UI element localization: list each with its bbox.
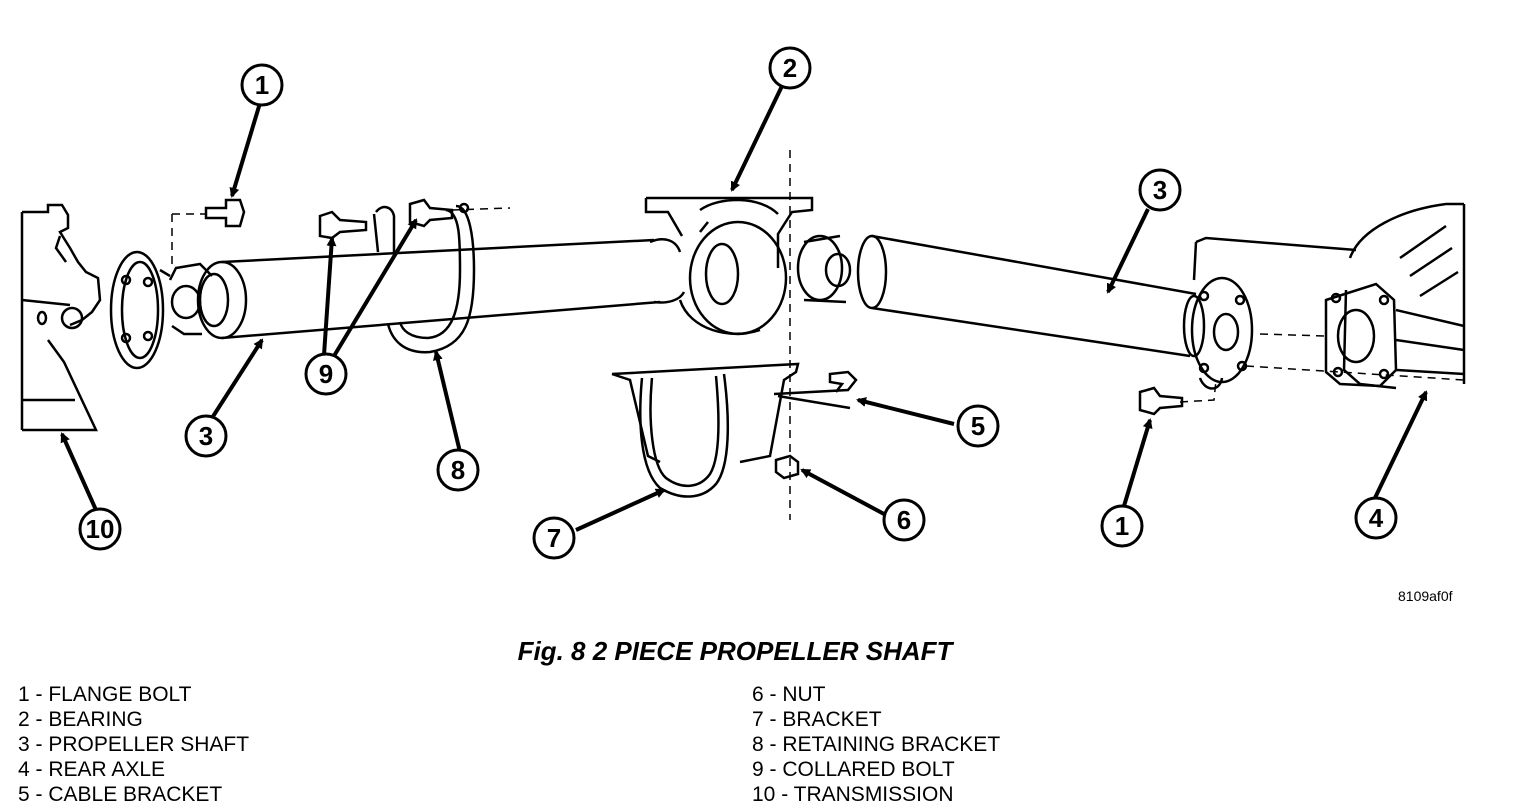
callout-label: 6 (897, 505, 911, 535)
legend-item: 1 - FLANGE BOLT (18, 683, 192, 706)
legend-item: 3 - PROPELLER SHAFT (18, 733, 250, 756)
callout-7: 7 (532, 516, 576, 560)
legend-right: 6 - NUT 7 - BRACKET 8 - RETAINING BRACKE… (752, 682, 1000, 807)
callout-5: 5 (956, 404, 1000, 448)
callout-label: 9 (319, 359, 333, 389)
callout-2: 2 (768, 46, 812, 90)
retaining-bracket (372, 202, 476, 354)
callout-label: 3 (199, 421, 213, 451)
flange-bolt-front (204, 198, 246, 228)
bolts (204, 198, 1184, 480)
lower-bracket (611, 362, 800, 498)
rear-axle-drawing (1192, 202, 1466, 390)
callout-label: 1 (255, 70, 269, 100)
centerlines (171, 150, 1465, 520)
callout-1-top: 1 (240, 63, 284, 107)
callout-label: 10 (86, 514, 115, 544)
callout-label: 7 (547, 523, 561, 553)
callout-8: 8 (436, 448, 480, 492)
legend-item: 6 - NUT (752, 683, 826, 706)
callout-label: 5 (971, 411, 985, 441)
callout-3-left: 3 (184, 414, 228, 458)
transmission-drawing (20, 203, 102, 432)
callout-label: 4 (1369, 503, 1384, 533)
callouts: 1 2 3 3 4 5 6 7 (78, 46, 1398, 560)
figure-code: 8109af0f (1398, 588, 1453, 604)
rear-shaft (796, 234, 1206, 358)
rear-flange (1190, 276, 1254, 390)
callout-label: 2 (783, 53, 797, 83)
center-bearing (644, 196, 814, 336)
callout-4: 4 (1354, 496, 1398, 540)
legend-left: 1 - FLANGE BOLT 2 - BEARING 3 - PROPELLE… (18, 682, 249, 807)
callout-label: 3 (1153, 175, 1167, 205)
flange-bolt-rear (1138, 386, 1184, 416)
callout-label: 1 (1115, 511, 1129, 541)
propeller-shaft-diagram: 1 2 3 3 4 5 6 7 (20, 46, 1466, 560)
legend-item: 9 - COLLARED BOLT (752, 758, 955, 781)
legend-item: 2 - BEARING (18, 708, 143, 731)
callout-10: 10 (78, 507, 122, 551)
callout-1-bottom: 1 (1100, 504, 1144, 548)
front-shaft (196, 238, 686, 340)
callout-9: 9 (304, 352, 348, 396)
collared-bolt-a (318, 210, 368, 240)
cable-bracket (773, 370, 858, 396)
nut (774, 454, 800, 480)
legend-item: 5 - CABLE BRACKET (18, 783, 223, 806)
callout-label: 8 (451, 455, 465, 485)
legend-item: 10 - TRANSMISSION (752, 783, 954, 806)
front-flange (109, 250, 213, 370)
figure-caption: Fig. 8 2 PIECE PROPELLER SHAFT (517, 636, 953, 666)
legend-item: 4 - REAR AXLE (18, 758, 166, 781)
legend-item: 8 - RETAINING BRACKET (752, 733, 1001, 756)
legend-item: 7 - BRACKET (752, 708, 882, 731)
callout-3-right: 3 (1138, 168, 1182, 212)
callout-6: 6 (882, 498, 926, 542)
leader-lines (60, 85, 1428, 532)
